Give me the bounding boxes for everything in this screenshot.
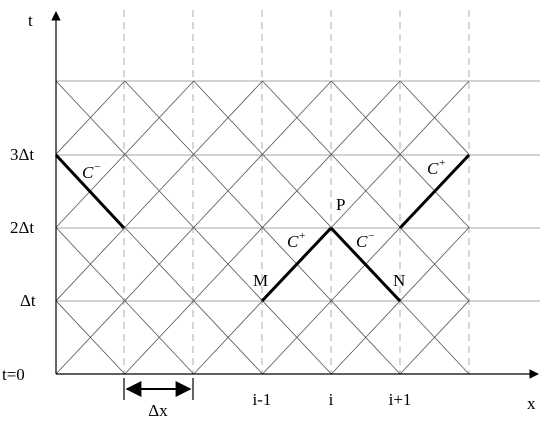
- c-plus-right-segment: [398, 153, 471, 230]
- mesh-diagonal-5: [55, 300, 126, 375]
- bold-characteristics: [54, 153, 471, 303]
- mesh-diagonal-11: [55, 80, 332, 375]
- c-plus-mp-base: C: [287, 232, 299, 251]
- c-plus-m-to-p-segment: [260, 226, 333, 303]
- mesh-diagonal-16: [331, 80, 470, 228]
- c-minus-left-sup: −: [93, 161, 100, 173]
- point-p-label: P: [336, 195, 345, 214]
- c-plus-right-sup: +: [438, 157, 445, 169]
- c-minus-label-pn: C−: [356, 230, 375, 251]
- c-plus-mp-sup: +: [298, 230, 305, 242]
- mesh-diagonal-17: [399, 80, 470, 155]
- c-plus-label-mp: C+: [287, 230, 306, 251]
- x-axis-label: x: [527, 394, 536, 413]
- t-tick-2: 2Δt: [10, 218, 34, 237]
- x-tick-i-minus-1: i-1: [253, 390, 272, 409]
- c-minus-left-segment: [54, 153, 126, 230]
- point-n-label: N: [393, 271, 405, 290]
- horizontal-grid-lines: [56, 80, 540, 302]
- c-minus-p-to-n-segment: [329, 226, 402, 303]
- diagonal-mesh: [55, 80, 470, 375]
- x-tick-i-plus-1: i+1: [389, 390, 412, 409]
- t-tick-1: Δt: [20, 291, 36, 310]
- mesh-diagonal-14: [193, 80, 470, 375]
- mesh-diagonal-15: [262, 80, 470, 302]
- c-plus-label-right: C+: [427, 157, 446, 178]
- c-minus-pn-base: C: [356, 232, 368, 251]
- dx-dimension: Δx: [123, 378, 194, 420]
- t-tick-0: t=0: [2, 365, 25, 384]
- t-tick-3: 3Δt: [10, 145, 34, 164]
- mesh-diagonal-13: [124, 80, 401, 375]
- point-m-label: M: [253, 271, 268, 290]
- c-minus-pn-sup: −: [367, 230, 374, 242]
- t-axis-label: t: [28, 11, 33, 30]
- vertical-dashed-lines: [123, 10, 470, 374]
- mesh-diagonal-7: [55, 227, 194, 375]
- c-minus-left-base: C: [82, 163, 94, 182]
- c-minus-label-left: C−: [82, 161, 101, 182]
- dx-label: Δx: [148, 401, 168, 420]
- x-tick-i: i: [329, 390, 334, 409]
- c-plus-right-base: C: [427, 159, 439, 178]
